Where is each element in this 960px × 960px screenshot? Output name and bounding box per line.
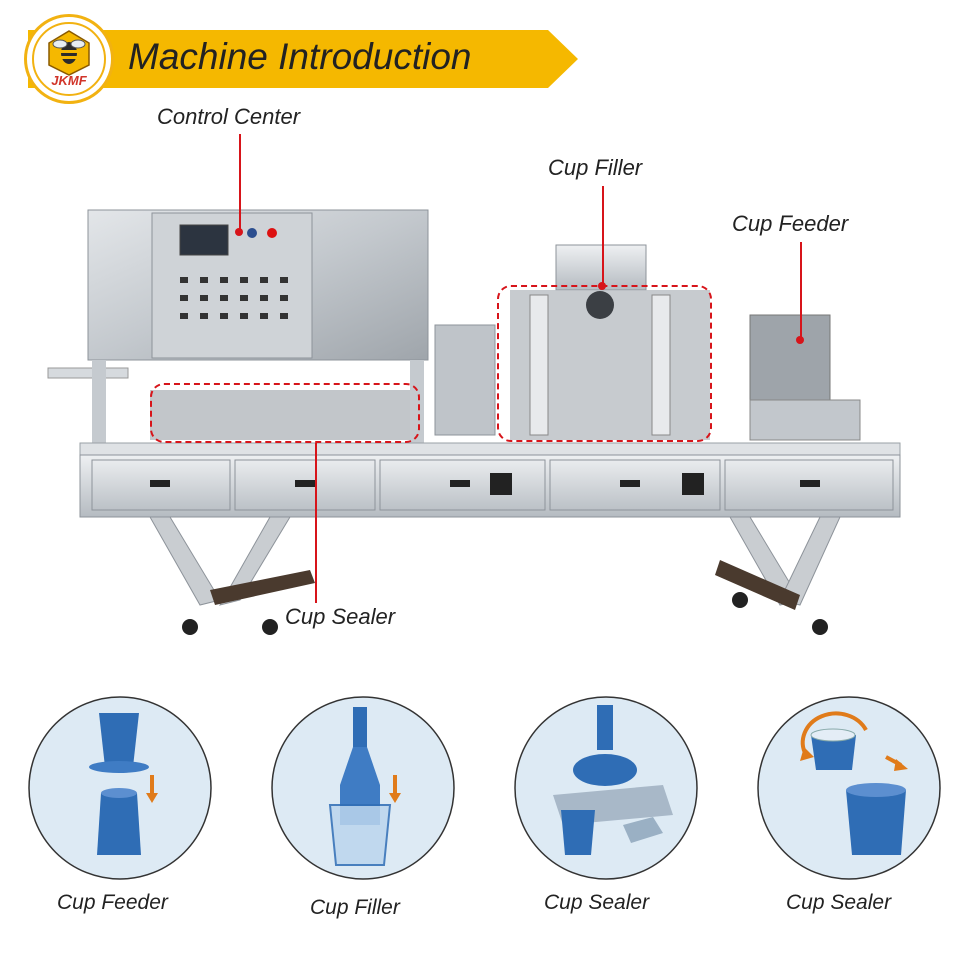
- cup-sealer-press-icon: [514, 696, 698, 880]
- step-caption: Cup Sealer: [786, 891, 892, 914]
- step-caption: Cup Sealer: [544, 891, 650, 914]
- cup-sealer-leader: [315, 443, 317, 603]
- bee-icon: [32, 22, 106, 96]
- step-caption: Cup Feeder: [57, 891, 168, 914]
- control-center-label: Control Center: [157, 104, 301, 129]
- brand-logo: JKMF: [24, 14, 114, 104]
- cup-filler-leader: [602, 186, 604, 284]
- cup-feeder-dot: [796, 336, 804, 344]
- title-banner: [28, 30, 578, 88]
- cup-feeder-icon: [28, 696, 212, 880]
- cup-filler-label: Cup Filler: [548, 155, 643, 180]
- logo-text: JKMF: [51, 73, 87, 88]
- cup-sealer-rotate-icon: [757, 696, 941, 880]
- page-title: Machine Introduction: [128, 36, 472, 77]
- cup-filler-zone: [497, 285, 712, 442]
- cup-filler-dot: [598, 282, 606, 290]
- cup-feeder-leader: [800, 242, 802, 338]
- cup-sealer-label: Cup Sealer: [285, 604, 396, 629]
- cup-filler-icon: [271, 696, 455, 880]
- control-center-leader: [239, 134, 241, 230]
- cup-feeder-label: Cup Feeder: [732, 211, 849, 236]
- control-center-dot: [235, 228, 243, 236]
- machine-illustration: [47, 209, 901, 635]
- step-caption: Cup Filler: [310, 896, 400, 919]
- cup-sealer-zone: [150, 383, 420, 443]
